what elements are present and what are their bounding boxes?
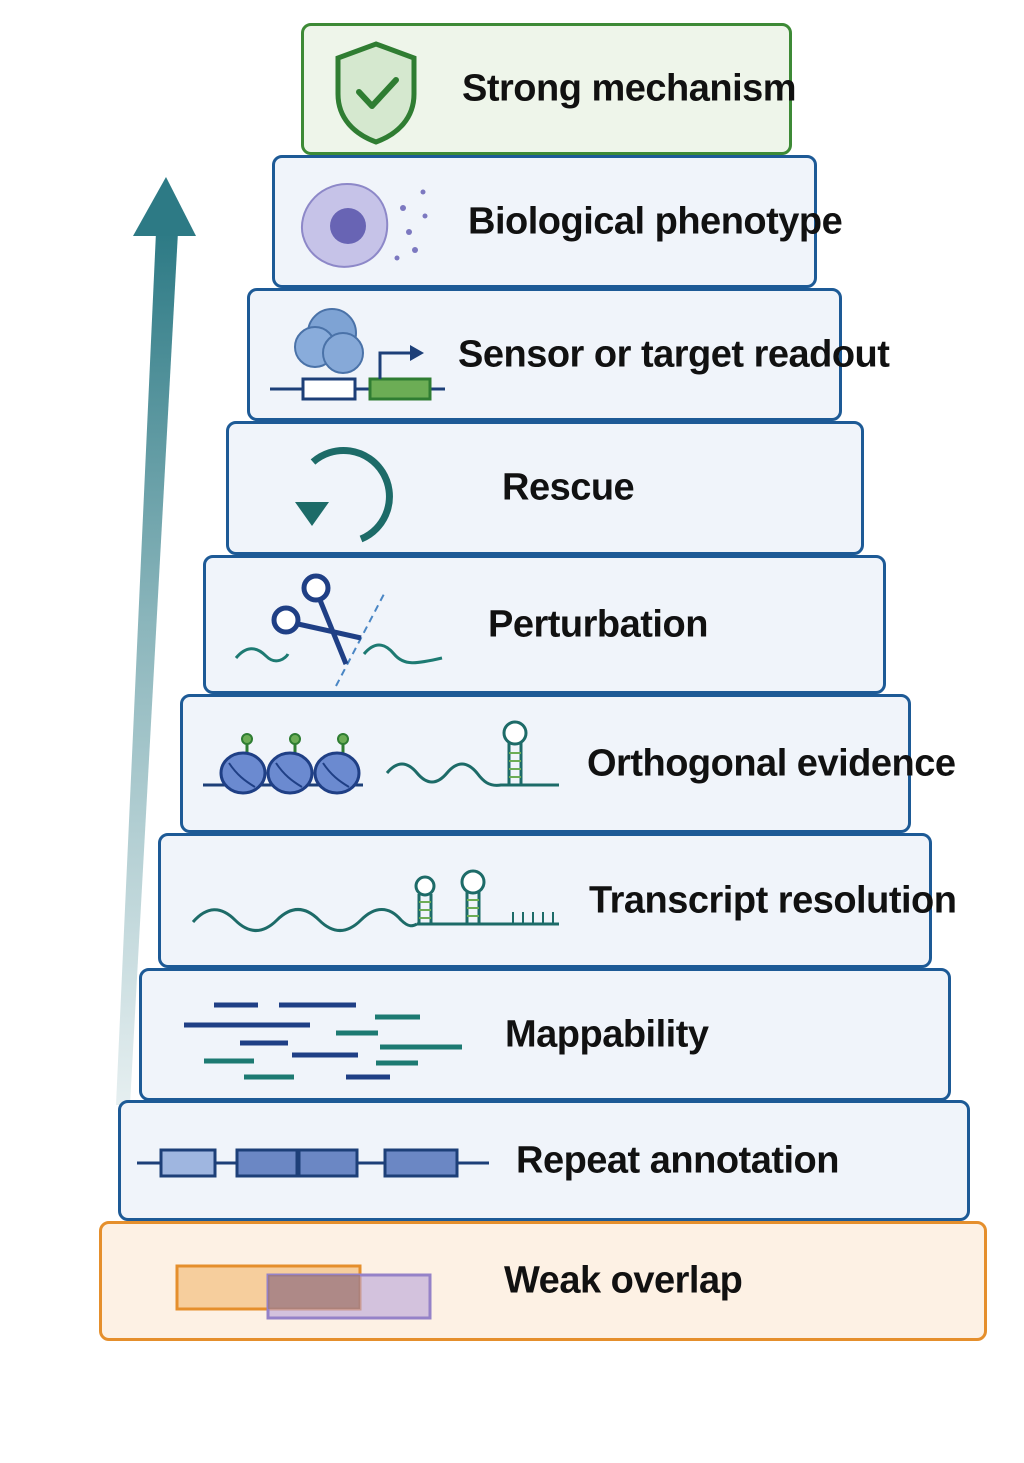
step-label: Biological phenotype <box>468 200 843 242</box>
nucleosome-rna-hairpin-icon <box>203 720 559 795</box>
step-transcript-resolution: Transcript resolution <box>158 833 957 968</box>
step-biological-phenotype: Biological phenotype <box>272 155 843 288</box>
step-label: Weak overlap <box>504 1259 743 1302</box>
shield-check-icon <box>335 41 417 145</box>
step-orthogonal-evidence: Orthogonal evidence <box>180 694 956 833</box>
transcript-hairpins-icon <box>191 869 559 932</box>
step-repeat-annotation: Repeat annotation <box>118 1100 970 1221</box>
scissors-cut-rna-icon <box>234 573 443 687</box>
step-perturbation: Perturbation <box>203 555 886 694</box>
step-sensor-or-target-readout: Sensor or target readout <box>247 288 890 421</box>
step-label: Orthogonal evidence <box>587 742 956 784</box>
step-label: Rescue <box>502 466 635 509</box>
step-weak-overlap: Weak overlap <box>99 1221 987 1341</box>
step-label: Perturbation <box>488 603 708 645</box>
step-strong-mechanism: Strong mechanism <box>301 23 797 155</box>
reporter-construct-icon <box>270 308 445 401</box>
circular-arrow-icon <box>295 446 393 543</box>
overlapping-rectangles-icon <box>175 1264 432 1320</box>
step-label: Mappability <box>505 1013 709 1055</box>
step-mappability: Mappability <box>139 968 951 1101</box>
step-label: Transcript resolution <box>589 879 957 921</box>
step-rescue: Rescue <box>226 421 864 555</box>
step-label: Strong mechanism <box>462 67 797 110</box>
repeat-blocks-icon <box>137 1148 489 1178</box>
step-label: Sensor or target readout <box>458 333 890 375</box>
step-label: Repeat annotation <box>516 1139 839 1181</box>
sequencing-reads-icon <box>184 1002 462 1080</box>
cell-icon <box>300 182 428 268</box>
evidence-strength-arrow <box>116 177 196 1105</box>
